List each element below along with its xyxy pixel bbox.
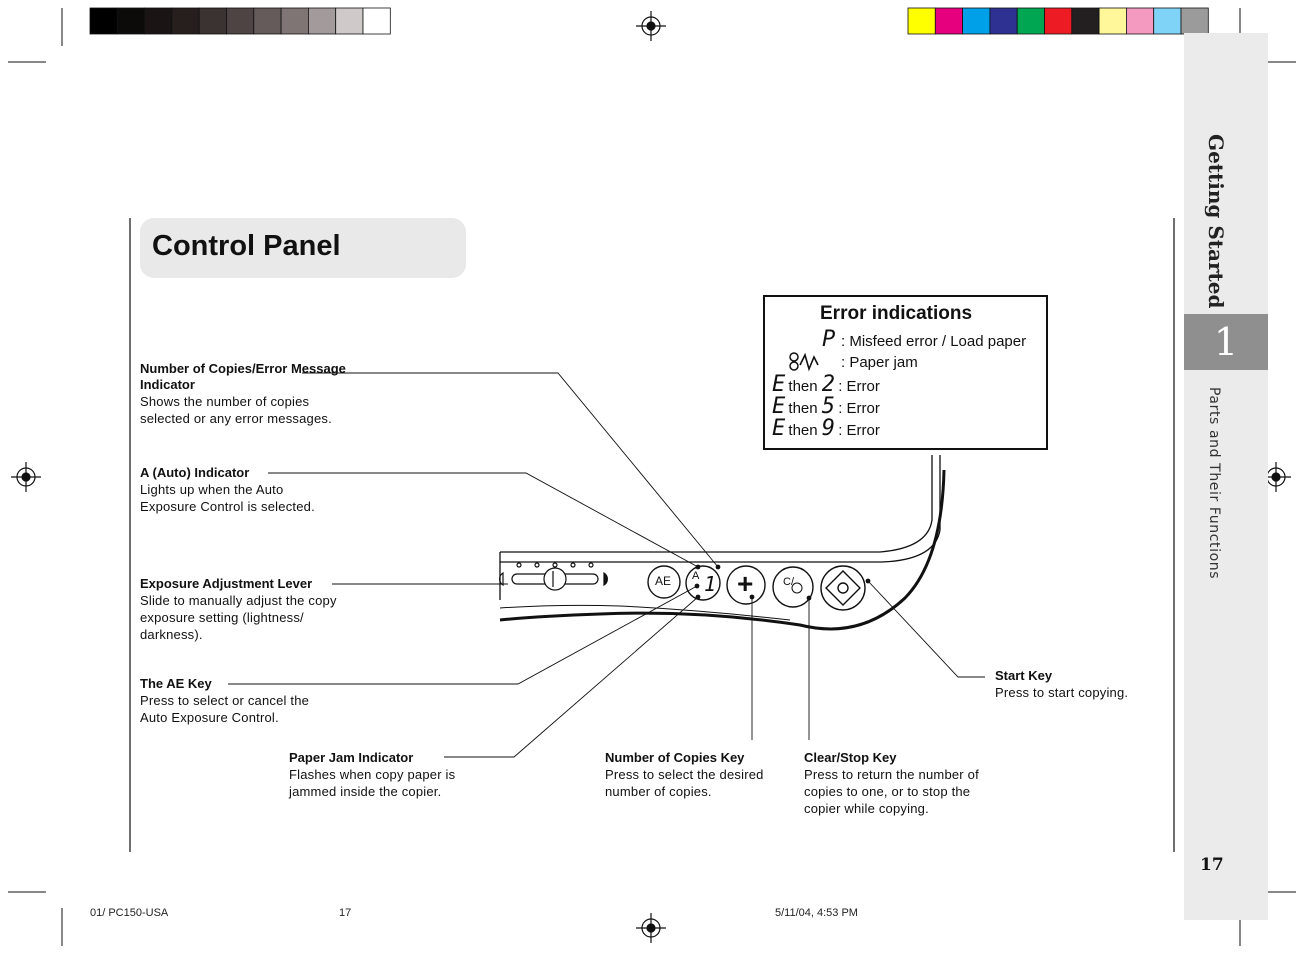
graybar-swatch [90, 8, 117, 34]
callout-copies-key: Number of Copies Key Press to select the… [605, 750, 785, 800]
footer-left: 01/ PC150-USA [90, 907, 168, 919]
error-row-e9: E then 9 : Error [772, 416, 880, 441]
colorbar-swatch [1017, 8, 1044, 34]
colorbar-swatch [1045, 8, 1072, 34]
clear-key-label: C/ [783, 576, 794, 588]
callout-start-key: Start Key Press to start copying. [995, 668, 1160, 701]
graybar-swatch [281, 8, 308, 34]
footer-right: 5/11/04, 4:53 PM [775, 907, 858, 919]
paper-jam-icon [788, 351, 820, 373]
page-number: 17 [1200, 855, 1224, 875]
callout-text: Shows the number of copies selected or a… [140, 393, 355, 427]
colorbar-swatch [935, 8, 962, 34]
callout-paper-jam: Paper Jam Indicator Flashes when copy pa… [289, 750, 479, 800]
grayscale-bar [90, 8, 390, 34]
graybar-swatch [336, 8, 363, 34]
plus-key-symbol: + [737, 568, 753, 600]
callout-title: Number of Copies/Error Message Indicator [140, 361, 355, 393]
callout-text: Flashes when copy paper is jammed inside… [289, 766, 479, 800]
colorbar-swatch [1126, 8, 1153, 34]
callout-title: The AE Key [140, 676, 335, 692]
callout-title: Number of Copies Key [605, 750, 785, 766]
callout-auto-indicator: A (Auto) Indicator Lights up when the Au… [140, 465, 340, 515]
callout-clear-stop: Clear/Stop Key Press to return the numbe… [804, 750, 1004, 817]
callout-copies-indicator: Number of Copies/Error Message Indicator… [140, 361, 355, 427]
segment-code: P [822, 327, 834, 352]
callout-text: Lights up when the Auto Exposure Control… [140, 481, 340, 515]
graybar-swatch [363, 8, 390, 34]
callout-title: Paper Jam Indicator [289, 750, 479, 766]
registration-mark-left [11, 462, 41, 492]
callout-title: Clear/Stop Key [804, 750, 1004, 766]
callout-text: Press to return the number of copies to … [804, 766, 1004, 817]
registration-mark-bottom [636, 913, 666, 943]
color-bar [908, 8, 1208, 34]
graybar-swatch [199, 8, 226, 34]
colorbar-swatch [963, 8, 990, 34]
copier-panel-outline [500, 455, 944, 629]
ae-key-label: AE [655, 574, 671, 588]
callout-title: Exposure Adjustment Lever [140, 576, 355, 592]
auto-indicator-label: A [692, 570, 699, 582]
graybar-swatch [308, 8, 335, 34]
footer-center: 17 [339, 907, 351, 919]
colorbar-swatch [990, 8, 1017, 34]
start-key-shape [821, 566, 865, 610]
side-tab-title: Getting Started [1204, 134, 1228, 309]
graybar-swatch [227, 8, 254, 34]
copies-display-digit: 1 [704, 572, 715, 596]
colorbar-swatch [1181, 8, 1208, 34]
graybar-swatch [172, 8, 199, 34]
error-row-misfeed: P [822, 327, 834, 352]
error-text-paper-jam: : Paper jam [841, 354, 918, 371]
callout-title: Start Key [995, 668, 1160, 684]
graybar-swatch [117, 8, 144, 34]
chapter-number: 1 [1184, 314, 1268, 370]
error-text-misfeed: : Misfeed error / Load paper [841, 333, 1026, 350]
callout-text: Press to select or cancel the Auto Expos… [140, 692, 335, 726]
callout-text: Press to start copying. [995, 684, 1160, 701]
graybar-swatch [254, 8, 281, 34]
colorbar-swatch [1154, 8, 1181, 34]
colorbar-swatch [1072, 8, 1099, 34]
panel-buttons [648, 566, 865, 610]
side-tab-subtitle: Parts and Their Functions [1206, 387, 1222, 579]
callout-text: Slide to manually adjust the copy exposu… [140, 592, 355, 643]
callout-exposure-lever: Exposure Adjustment Lever Slide to manua… [140, 576, 355, 643]
registration-mark-top [636, 11, 666, 41]
exposure-lever-track [500, 563, 608, 590]
colorbar-swatch [908, 8, 935, 34]
callout-title: A (Auto) Indicator [140, 465, 340, 481]
callout-text: Press to select the desired number of co… [605, 766, 785, 800]
error-indications-title: Error indications [820, 303, 972, 325]
callout-ae-key: The AE Key Press to select or cancel the… [140, 676, 335, 726]
page-title: Control Panel [152, 230, 341, 263]
colorbar-swatch [1099, 8, 1126, 34]
graybar-swatch [145, 8, 172, 34]
